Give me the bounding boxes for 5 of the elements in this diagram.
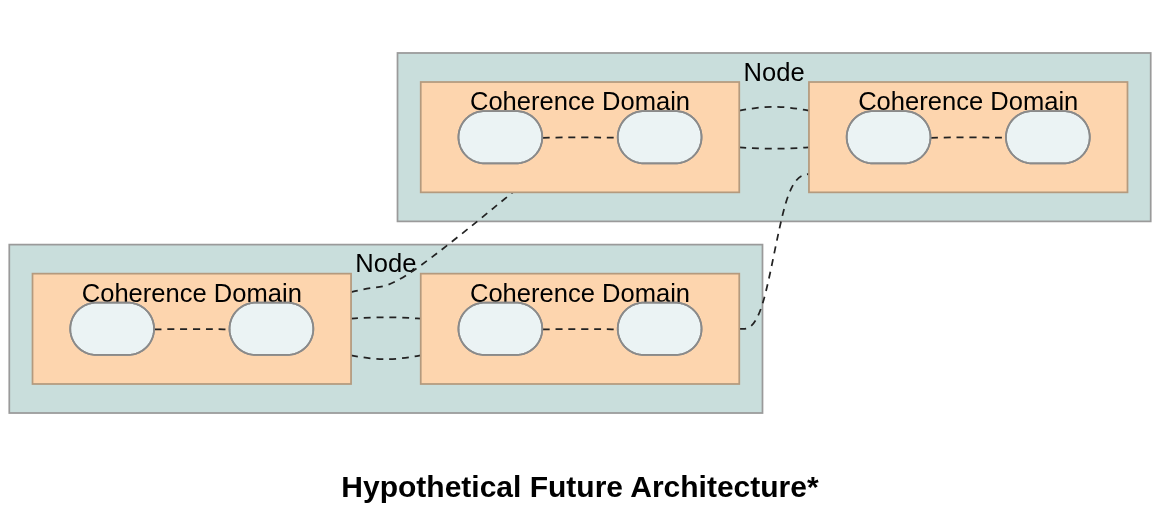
cluster: Coherence Domain <box>419 272 741 385</box>
cluster: Coherence Domain <box>808 81 1129 194</box>
diagram-title: Hypothetical Future Architecture* <box>341 469 819 505</box>
cluster: Coherence Domain <box>31 272 352 385</box>
cluster: Coherence Domain <box>419 81 741 194</box>
